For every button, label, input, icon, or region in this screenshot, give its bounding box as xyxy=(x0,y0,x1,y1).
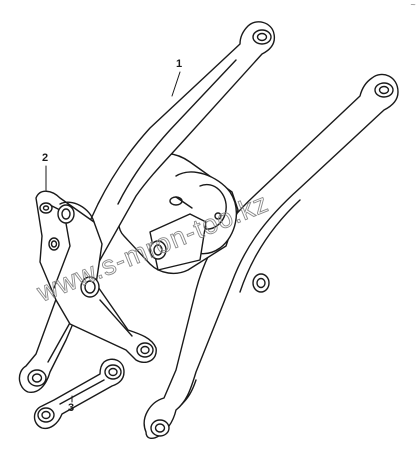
link xyxy=(33,358,125,430)
left-lift-arm xyxy=(18,21,276,393)
callout-3: 3 xyxy=(68,402,75,414)
cross-tube xyxy=(118,152,239,275)
leader-lines xyxy=(45,71,181,403)
callout-2: 2 xyxy=(42,152,49,164)
leader-1 xyxy=(171,71,181,97)
right-lift-arm xyxy=(143,73,399,439)
corner-mark: ~ xyxy=(410,1,416,9)
callout-1: 1 xyxy=(176,58,183,70)
bellcrank xyxy=(35,190,157,364)
